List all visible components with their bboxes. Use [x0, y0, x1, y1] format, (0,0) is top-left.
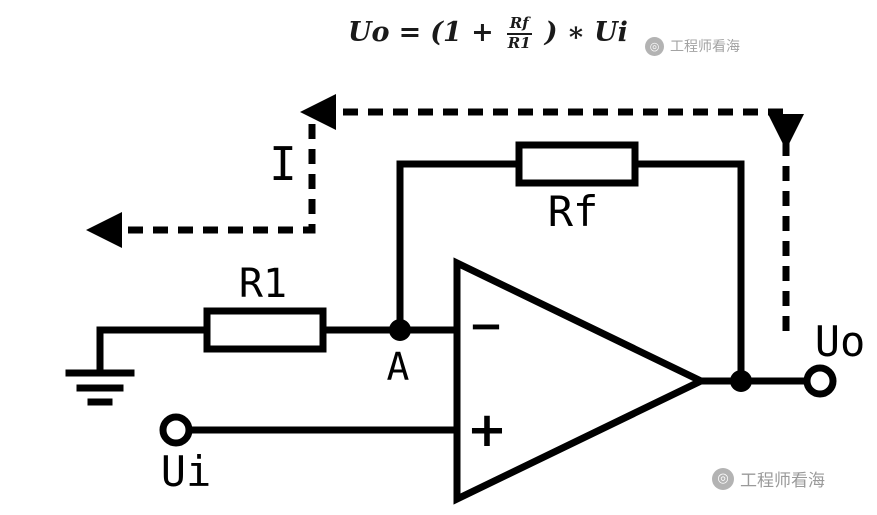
- watermark-bottom: ◎ 工程师看海: [712, 466, 825, 491]
- formula-close-paren: ): [544, 17, 558, 49]
- ground-symbol: [65, 326, 135, 406]
- output-terminal: [803, 364, 837, 398]
- formula-equals: =: [398, 17, 422, 49]
- formula-fraction: Rf R1: [503, 14, 536, 53]
- current-path-left-segment: [98, 124, 316, 234]
- opamp-triangle: [453, 257, 710, 505]
- formula-operator: ∗: [566, 17, 586, 49]
- watermark-top: ◎ 工程师看海: [645, 36, 740, 56]
- node-a-label: A: [387, 345, 410, 389]
- rf-label: Rf: [548, 187, 599, 236]
- current-arrow-lower-left-icon: [86, 212, 122, 248]
- brand-text: 工程师看海: [740, 471, 825, 491]
- brand-logo-icon: ◎: [645, 36, 664, 56]
- r1-label: R1: [239, 261, 287, 307]
- current-arrow-down-icon: [768, 114, 804, 150]
- noninverting-input-sign: +: [467, 402, 507, 458]
- brand-logo-icon: ◎: [712, 467, 734, 490]
- formula-fraction-numerator: Rf: [506, 14, 532, 36]
- current-arrow-left-icon: [300, 94, 336, 130]
- formula-lhs: Uo: [348, 17, 390, 49]
- output-node-dot: [730, 370, 752, 392]
- formula-rhs: Ui: [594, 17, 628, 49]
- output-label: Uo: [815, 317, 866, 366]
- input-terminal: [159, 413, 193, 447]
- current-label: I: [269, 137, 297, 191]
- resistor-rf: [515, 141, 639, 187]
- formula-fraction-denominator: R1: [507, 34, 531, 53]
- inverting-input-sign: −: [468, 301, 503, 350]
- current-path: I: [86, 94, 804, 333]
- brand-text: 工程师看海: [670, 39, 740, 55]
- input-label: Ui: [161, 447, 212, 496]
- gain-formula: Uo = (1 + Rf R1 ) ∗ Ui: [348, 14, 628, 52]
- resistor-r1: [203, 307, 327, 353]
- feedback-left-wire: [396, 160, 523, 334]
- formula-open-paren: (1 +: [430, 17, 494, 49]
- node-a-dot: [389, 319, 411, 341]
- feedback-right-wire: [631, 160, 745, 382]
